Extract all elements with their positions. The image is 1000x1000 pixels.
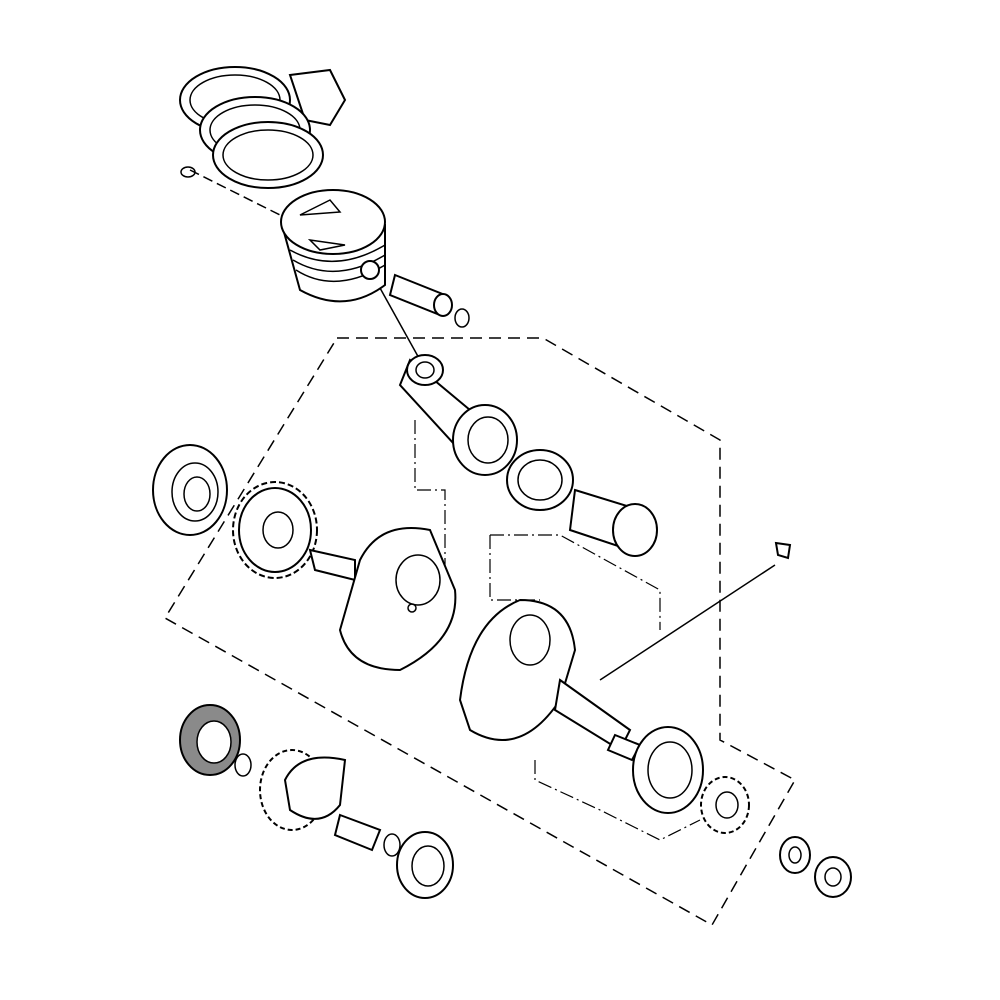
crank-pin[interactable]	[568, 488, 658, 557]
o-ring[interactable]	[383, 833, 401, 857]
nut[interactable]	[814, 856, 852, 898]
o-ring[interactable]	[234, 753, 252, 777]
gear[interactable]	[700, 776, 750, 834]
bearing[interactable]	[632, 726, 704, 814]
crank-half-left[interactable]	[308, 527, 457, 672]
leader-line	[414, 420, 446, 570]
leader-line	[599, 564, 776, 681]
bearing[interactable]	[396, 831, 454, 899]
needle-bearing[interactable]	[506, 449, 574, 511]
crankshaft-assembly[interactable]	[259, 749, 382, 852]
leader-line	[490, 534, 661, 630]
washer[interactable]	[779, 836, 811, 874]
crank-half-right[interactable]	[458, 598, 642, 762]
bearing-highlighted[interactable]	[179, 704, 241, 776]
crankshaft-assembly-outline	[163, 337, 797, 927]
leader-line	[534, 760, 701, 841]
piston-clip[interactable]	[454, 308, 470, 328]
piston-clip[interactable]	[180, 166, 196, 178]
connecting-rod[interactable]	[398, 354, 518, 476]
leader-line	[489, 535, 540, 601]
woodruff-key[interactable]	[774, 541, 792, 560]
piston-ring-set[interactable]	[179, 66, 347, 189]
leader-line	[189, 169, 291, 221]
gear[interactable]	[232, 481, 318, 579]
piston-pin[interactable]	[388, 273, 453, 317]
piston[interactable]	[280, 189, 386, 303]
bearing[interactable]	[152, 444, 228, 536]
